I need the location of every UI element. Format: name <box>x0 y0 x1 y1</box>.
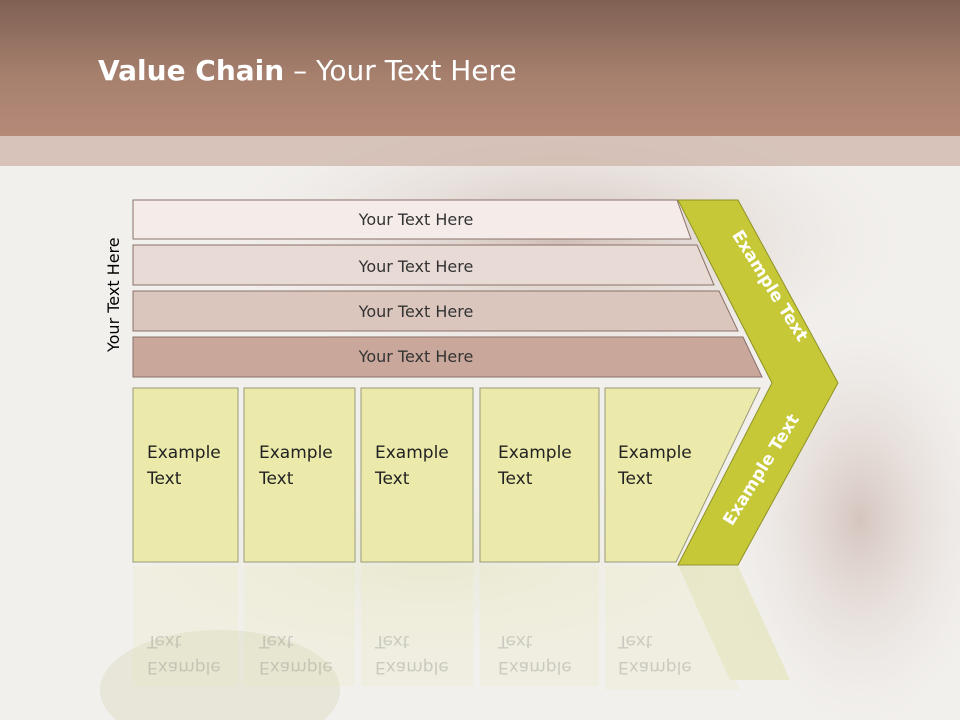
side-label: Your Text Here <box>104 237 123 352</box>
column-shape-5 <box>604 387 761 563</box>
page-title: Value Chain – Your Text Here <box>98 54 517 87</box>
header-strip <box>0 136 960 166</box>
bar-label-1: Your Text Here <box>358 209 474 229</box>
title-bold: Value Chain <box>98 54 285 87</box>
bar-shape-2 <box>132 244 715 286</box>
bar-shape-4 <box>132 336 763 378</box>
header-band <box>0 0 960 136</box>
column-shape-1 <box>132 387 239 563</box>
column-shape-2 <box>243 387 356 563</box>
bar-shape-3 <box>132 290 739 332</box>
column-shape-3 <box>360 387 474 563</box>
bar-label-4: Your Text Here <box>358 346 474 366</box>
bar-shape-1 <box>132 199 692 240</box>
reflection <box>133 566 790 690</box>
column-shape-4 <box>479 387 600 563</box>
bar-label-3: Your Text Here <box>358 301 474 321</box>
title-rest: – Your Text Here <box>284 54 517 87</box>
chevron-shape <box>677 199 839 566</box>
bar-label-2: Your Text Here <box>358 256 474 276</box>
